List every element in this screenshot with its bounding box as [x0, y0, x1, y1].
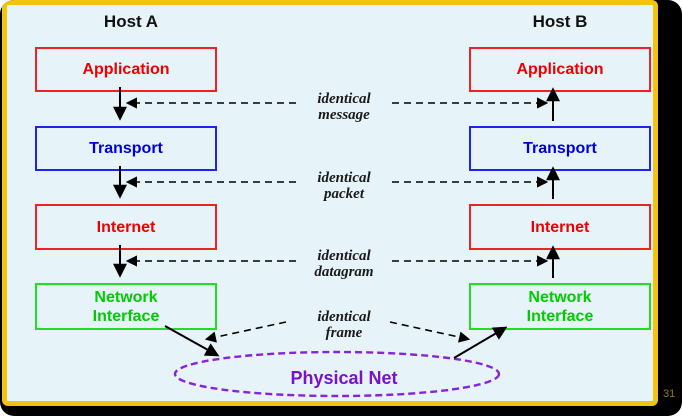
slide-number: 31	[663, 388, 676, 400]
layer-label-transport-host-a: Transport	[89, 140, 163, 157]
annotation-identical-frame: identical frame	[317, 309, 371, 341]
host-b-title: Host B	[532, 12, 588, 31]
layer-label-internet-host-b: Internet	[530, 218, 590, 236]
layer-label-network-interface-host-b: Network Interface	[526, 288, 594, 325]
layer-box-application-host-b: Application	[469, 47, 651, 92]
layer-box-network-interface-host-b: Network Interface	[469, 283, 651, 330]
diagram-canvas: Host A Host B Application Transport Inte…	[2, 0, 658, 406]
layer-label-network-interface-host-a: Network Interface	[92, 288, 160, 325]
physical-net-label: Physical Net	[290, 368, 398, 388]
layer-box-internet-host-b: Internet	[469, 204, 651, 250]
annotation-identical-packet: identical packet	[317, 170, 371, 202]
layer-box-application-host-a: Application	[35, 47, 217, 92]
layer-label-internet-host-a: Internet	[96, 218, 156, 236]
layer-label-application-host-a: Application	[82, 61, 170, 78]
layer-label-application-host-b: Application	[516, 61, 604, 78]
layer-box-network-interface-host-a: Network Interface	[35, 283, 217, 330]
annotation-identical-datagram: identical datagram	[314, 248, 374, 280]
layer-box-transport-host-a: Transport	[35, 126, 217, 171]
layer-box-transport-host-b: Transport	[469, 126, 651, 171]
annotation-identical-message: identical message	[317, 91, 371, 123]
layer-box-internet-host-a: Internet	[35, 204, 217, 250]
layer-label-transport-host-b: Transport	[523, 140, 597, 157]
host-a-title: Host A	[103, 12, 159, 31]
